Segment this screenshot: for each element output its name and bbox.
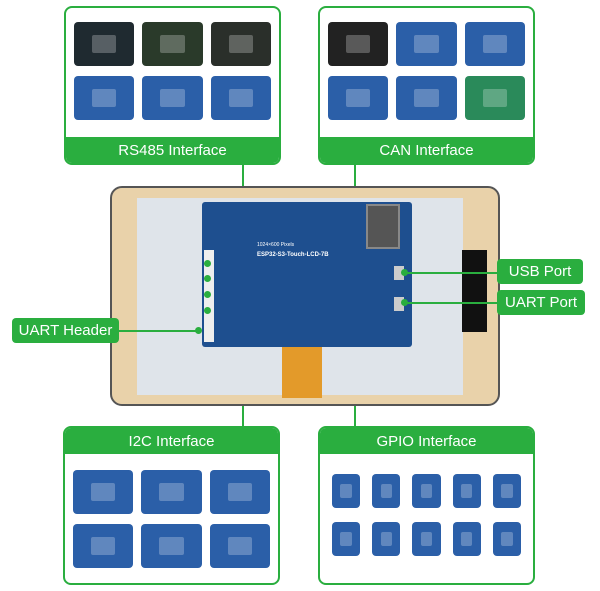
module-image: [464, 22, 525, 66]
fpc-cable: [282, 338, 322, 398]
module-image: [412, 474, 441, 508]
lcd-device: 1024×600 Pixels ESP32-S3-Touch-LCD-7B: [110, 186, 500, 406]
module-image: [372, 474, 401, 508]
i2c-label: I2C Interface: [65, 428, 278, 454]
uart-port-dot: [401, 299, 408, 306]
module-image: [372, 522, 401, 556]
i2c-dot: [204, 307, 211, 314]
rs485-panel: RS485 Interface: [64, 6, 281, 165]
can-panel: CAN Interface: [318, 6, 535, 165]
usb-dot: [401, 269, 408, 276]
usb-port-connector: [394, 266, 404, 280]
module-image: [452, 474, 481, 508]
usb-line: [405, 272, 497, 274]
rs485-dot: [204, 260, 211, 267]
gpio-label: GPIO Interface: [320, 428, 533, 454]
black-tab: [462, 250, 487, 332]
board-model: ESP32-S3-Touch-LCD-7B: [257, 252, 329, 258]
module-image: [142, 22, 203, 66]
module-image: [209, 470, 270, 514]
module-image: [74, 76, 135, 120]
can-label: CAN Interface: [320, 137, 533, 163]
uart-header-dot: [195, 327, 202, 334]
module-image: [412, 522, 441, 556]
module-image: [210, 22, 271, 66]
uart-header-line: [118, 330, 198, 332]
module-image: [142, 76, 203, 120]
module-image: [209, 524, 270, 568]
board-resolution: 1024×600 Pixels: [257, 242, 295, 248]
uart-header-label: UART Header: [12, 318, 119, 343]
module-image: [210, 76, 271, 120]
esp32-module: [366, 204, 400, 249]
uart-port-connector: [394, 297, 404, 311]
module-image: [396, 76, 457, 120]
gpio-panel: GPIO Interface: [318, 426, 535, 585]
uart-port-label: UART Port: [497, 290, 585, 315]
can-dot: [204, 275, 211, 282]
module-image: [464, 76, 525, 120]
module-image: [328, 22, 389, 66]
module-image: [141, 524, 202, 568]
module-image: [328, 76, 389, 120]
module-image: [73, 524, 134, 568]
usb-port-label: USB Port: [497, 259, 583, 284]
module-image: [74, 22, 135, 66]
module-image: [73, 470, 134, 514]
uart-port-line: [405, 302, 497, 304]
rs485-label: RS485 Interface: [66, 137, 279, 163]
module-image: [492, 522, 521, 556]
gpio-dot: [204, 291, 211, 298]
module-image: [396, 22, 457, 66]
module-image: [332, 474, 361, 508]
i2c-panel: I2C Interface: [63, 426, 280, 585]
module-image: [141, 470, 202, 514]
module-image: [452, 522, 481, 556]
pcb-board: 1024×600 Pixels ESP32-S3-Touch-LCD-7B: [202, 202, 412, 347]
module-image: [332, 522, 361, 556]
module-image: [492, 474, 521, 508]
